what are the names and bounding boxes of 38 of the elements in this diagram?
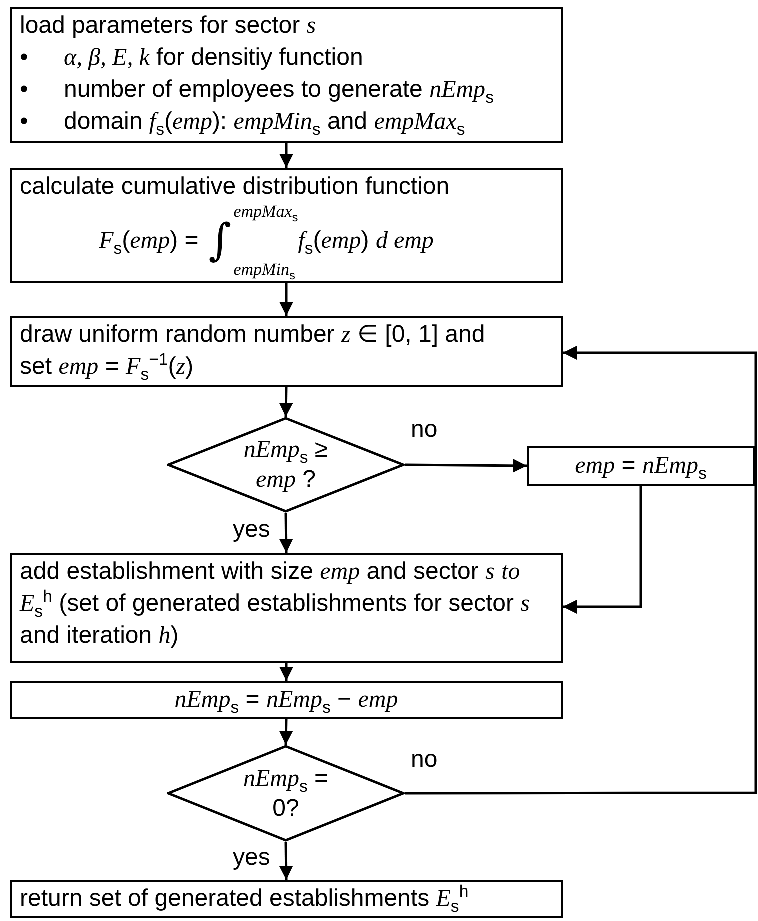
decision-diamond xyxy=(167,745,405,842)
process-box xyxy=(10,168,563,283)
arrow xyxy=(405,346,758,795)
bullet-item: α, β, E, k for densitiy function xyxy=(64,43,364,73)
formula-text: F$_{s}$(emp) = xyxy=(99,226,199,257)
arrow xyxy=(280,283,294,316)
bullet-marker: • xyxy=(20,107,30,137)
bullet-item: domain f$_{s}$(emp): empMin$_{s}$ and empMax$_{s}$ xyxy=(64,107,466,138)
upper-limit: empMax$_{s}$ xyxy=(234,202,298,222)
step-heading: calculate cumulative distribution function xyxy=(20,172,451,202)
lower-limit: empMin$_{s}$ xyxy=(234,260,296,280)
formula-text: f$_{s}$(emp) d emp xyxy=(298,226,434,257)
arrow xyxy=(280,663,294,681)
arrow xyxy=(279,512,294,554)
arrow xyxy=(280,143,294,168)
arrow xyxy=(279,718,294,746)
process-box xyxy=(527,446,755,486)
step-text: draw uniform random number z ∈ [0, 1] and set emp = F$_{s}$$^{−1}$(z) xyxy=(20,320,486,383)
arrow xyxy=(279,386,294,418)
condition-text: nEmp$_{s}$ ≥ emp ? xyxy=(242,435,330,495)
formula-text: emp = nEmp$_{s}$ xyxy=(575,451,707,482)
arrow xyxy=(279,842,294,880)
bullet-marker: • xyxy=(20,43,30,73)
process-box xyxy=(10,316,563,387)
arrow xyxy=(405,458,527,473)
process-box xyxy=(10,880,563,918)
step-heading: load parameters for sector s xyxy=(20,11,318,41)
integral-sign: ∫ xyxy=(208,214,232,268)
decision-diamond xyxy=(167,417,405,513)
step-text: add establishment with size emp and sector s to E$_{s}$$^{h}$ (set of generated establishments for sector s and iteration h) xyxy=(20,557,531,651)
process-box xyxy=(10,681,563,719)
bullet-item: number of employees to generate nEmp$_{s}$ xyxy=(64,75,494,106)
bullet-marker: • xyxy=(20,75,30,105)
process-box xyxy=(10,553,563,663)
process-box xyxy=(10,7,563,143)
arrow xyxy=(563,486,642,614)
condition-text: nEmp$_{s}$ = 0? xyxy=(242,764,330,824)
formula-text: nEmp$_{s}$ = nEmp$_{s}$ − emp xyxy=(174,685,398,716)
